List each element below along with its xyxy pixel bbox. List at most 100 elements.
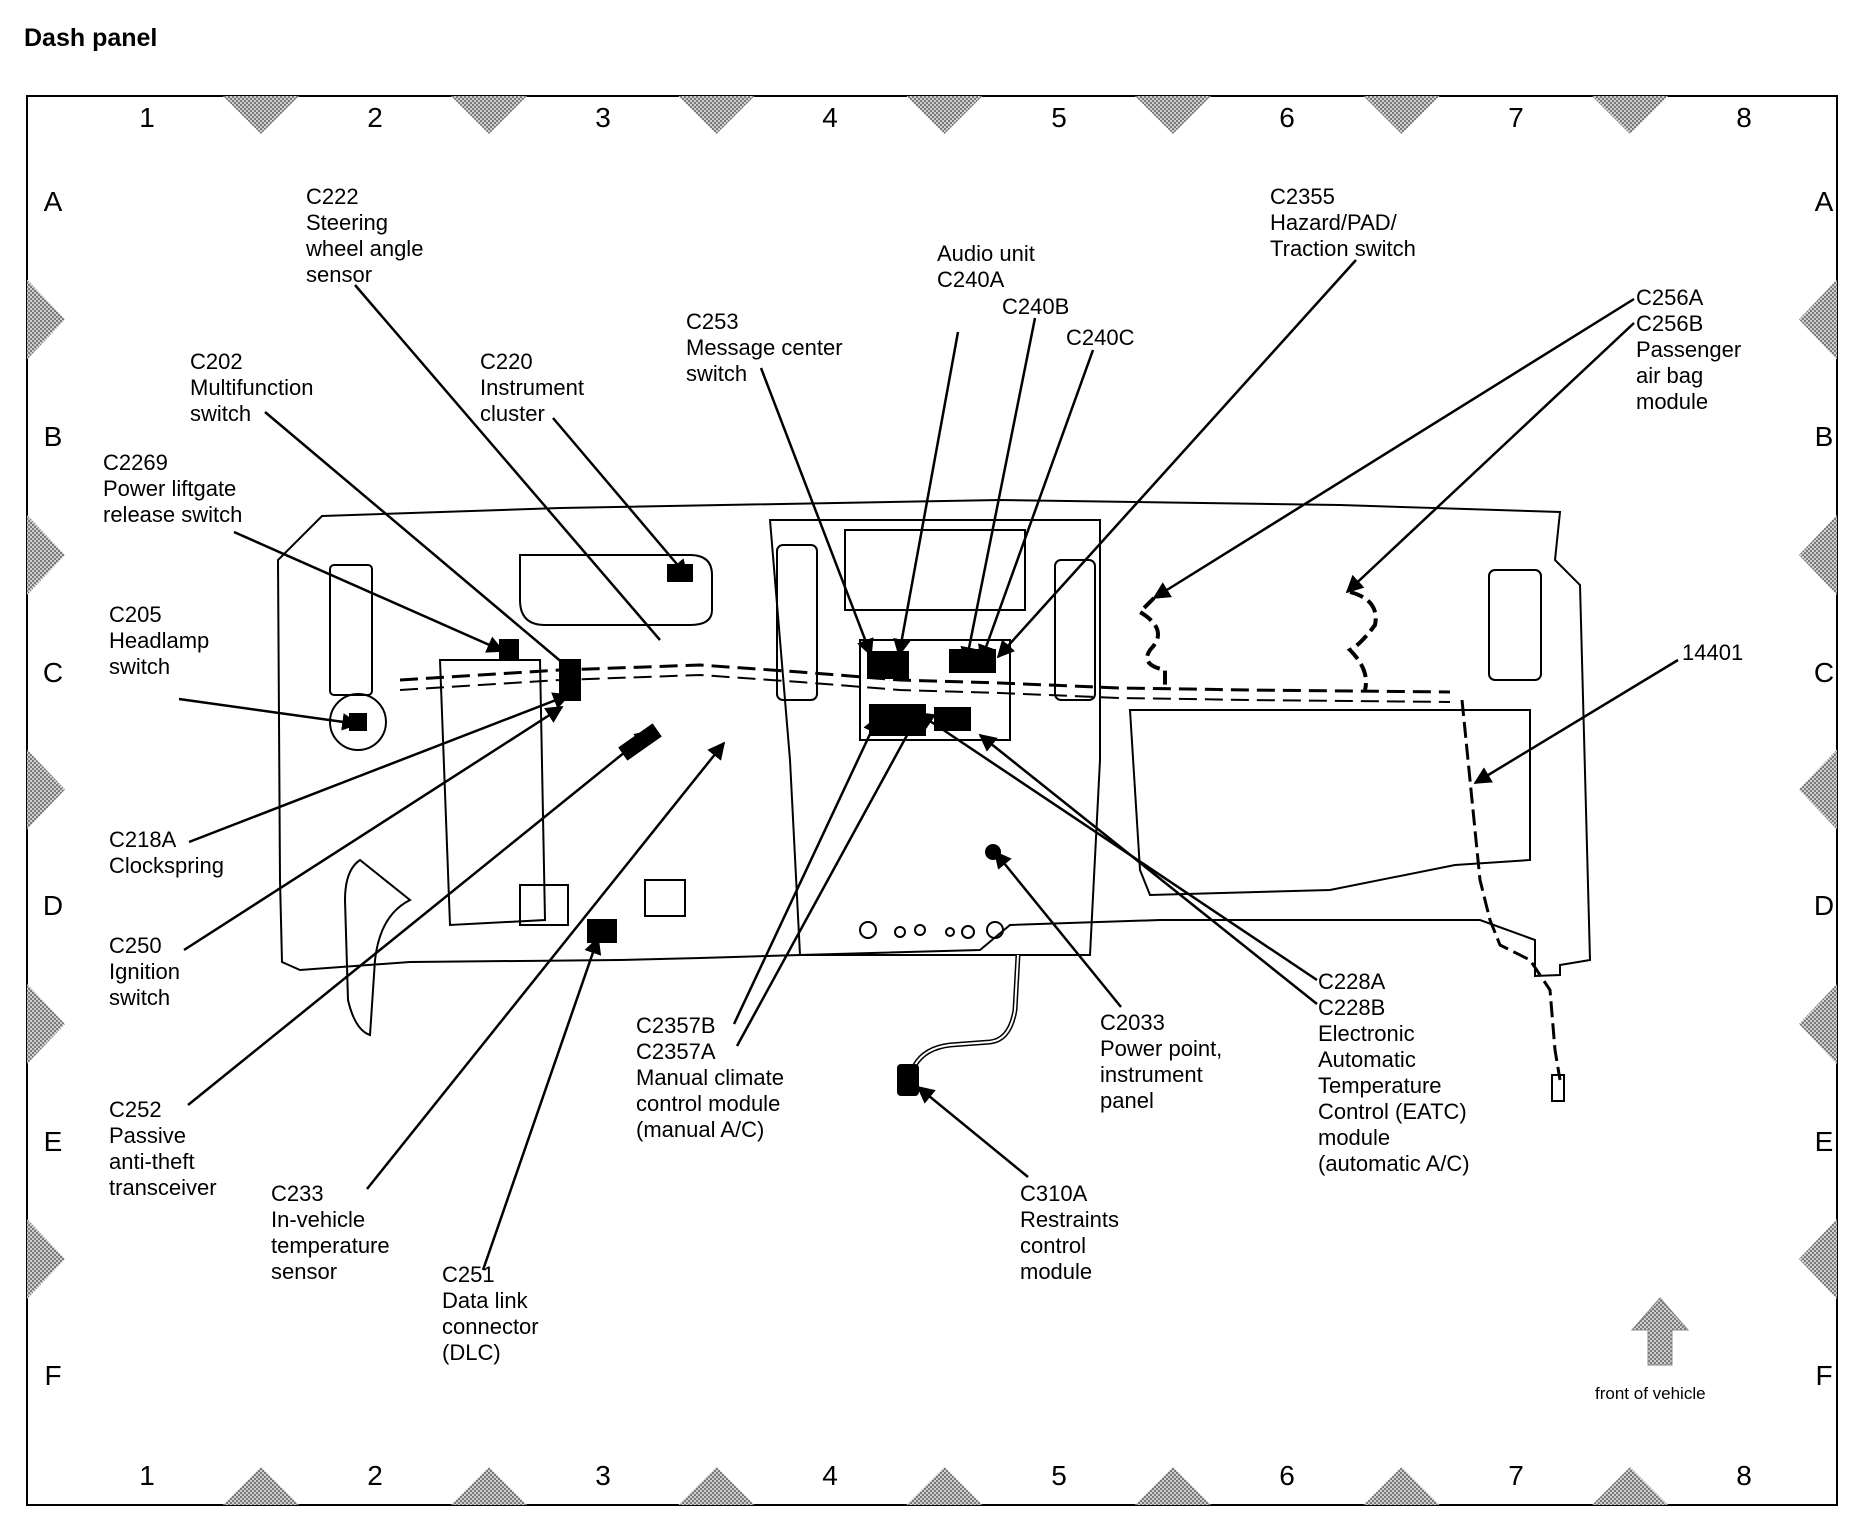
leader-c2269 — [233, 530, 505, 653]
top-column-label: 5 — [1051, 102, 1067, 133]
front-of-vehicle-label: front of vehicle — [1595, 1384, 1706, 1403]
top-column-label: 3 — [595, 102, 611, 133]
right-row-label: F — [1815, 1360, 1833, 1391]
pats-connector — [618, 723, 662, 761]
bottom-connector-1 — [519, 884, 569, 926]
bottom-grid-marker — [223, 1467, 299, 1505]
callout-c202: C202 Multifunction switch — [190, 349, 314, 426]
leader-lines — [178, 259, 1679, 1271]
callout-c240b: C240B — [1002, 294, 1070, 319]
top-column-label: 1 — [139, 102, 155, 133]
center-stack — [768, 519, 1101, 956]
callout-c222: C222 Steering wheel angle sensor — [306, 184, 424, 287]
leader-c2357a — [735, 715, 919, 1047]
bottom-column-label: 4 — [822, 1460, 838, 1491]
center-stack-left — [776, 544, 818, 701]
headlamp-switch — [329, 693, 387, 751]
right-grid-marker — [1799, 984, 1837, 1064]
right-row-label: A — [1814, 186, 1834, 217]
callout-c205: C205 Headlamp switch — [109, 602, 210, 679]
rcm-connector — [897, 1064, 919, 1096]
leader-c233 — [366, 741, 726, 1190]
cluster-opening — [519, 554, 713, 626]
bottom-grid-marker — [1592, 1467, 1668, 1505]
callout-c253: C253 Message center switch — [686, 309, 843, 386]
callout-c310a: C310A Restraints control module — [1020, 1181, 1120, 1284]
left-row-label: D — [42, 890, 64, 921]
bottom-column-label: 5 — [1051, 1460, 1067, 1491]
leader-c250 — [183, 705, 564, 952]
callout-c240c: C240C — [1066, 325, 1135, 350]
top-column-label: 4 — [822, 102, 838, 133]
leader-c253 — [759, 367, 874, 657]
callout-c218a: C218A Clockspring — [109, 827, 224, 878]
callout-c256: C256A C256B Passenger air bag module — [1636, 285, 1742, 414]
left-row-label: C — [42, 657, 64, 688]
callout-14401: 14401 — [1682, 640, 1744, 665]
harness-14401-connector — [1551, 1074, 1565, 1102]
bottom-column-label: 3 — [595, 1460, 611, 1491]
bottom-grid-marker — [451, 1467, 527, 1505]
right-row-label: B — [1814, 421, 1834, 452]
left-grid-marker — [27, 749, 65, 830]
center-stack-right — [1054, 559, 1096, 701]
main-harness — [399, 663, 1451, 694]
bottom-connector-2 — [644, 879, 686, 917]
airbag-harness-b — [1346, 590, 1378, 691]
leader-c222 — [354, 284, 661, 641]
top-column-label: 7 — [1508, 102, 1524, 133]
top-grid-marker — [678, 96, 755, 134]
left-grid-marker — [27, 515, 65, 595]
leader-c310a — [916, 1085, 1029, 1178]
leader-c202 — [264, 411, 578, 676]
leader-c2033 — [993, 850, 1122, 1008]
callout-c228: C228A C228B Electronic Automatic Tempera… — [1318, 969, 1470, 1176]
left-row-label: A — [43, 186, 63, 217]
leader-c220 — [552, 417, 689, 578]
right-grid-marker — [1799, 749, 1837, 830]
bottom-grid-marker — [906, 1467, 983, 1505]
leader-c228b — [978, 733, 1318, 1005]
bottom-grid-marker — [1363, 1467, 1440, 1505]
bottom-column-label: 7 — [1508, 1460, 1524, 1491]
glovebox — [1128, 709, 1531, 897]
left-grid-marker — [27, 1219, 65, 1299]
right-row-label: D — [1813, 890, 1835, 921]
left-row-label: B — [43, 421, 63, 452]
top-column-label: 6 — [1279, 102, 1295, 133]
callout-c2355: C2355 Hazard/PAD/ Traction switch — [1270, 184, 1416, 261]
leader-c240a — [893, 331, 960, 657]
callout-c220: C220 Instrument cluster — [480, 349, 584, 426]
dash-panel-illustration — [276, 498, 1592, 1102]
liftgate-connector — [499, 639, 519, 659]
leader-c256b — [1345, 322, 1635, 594]
top-grid-marker — [1592, 96, 1668, 134]
grid-markers — [27, 96, 1837, 1505]
top-grid-marker — [451, 96, 527, 134]
right-grid-marker — [1799, 515, 1837, 595]
leader-c240c — [978, 349, 1095, 663]
left-grid-marker — [27, 984, 65, 1064]
callout-c2033: C2033 Power point, instrument panel — [1100, 1010, 1223, 1113]
leader-c251 — [481, 936, 602, 1271]
left-grid-marker — [27, 279, 65, 360]
up-arrow-icon — [1630, 1297, 1690, 1366]
callout-c251: C251 Data link connector (DLC) — [442, 1262, 539, 1365]
multifunction-connector — [559, 659, 581, 701]
callout-c240a: Audio unit C240A — [937, 241, 1035, 292]
airbag-harness-a — [1136, 596, 1167, 690]
leader-c252 — [187, 729, 653, 1106]
bottom-column-label: 2 — [367, 1460, 383, 1491]
bottom-column-label: 1 — [139, 1460, 155, 1491]
right-row-label: E — [1814, 1126, 1834, 1157]
callout-c2357: C2357B C2357A Manual climate control mod… — [636, 1013, 784, 1142]
steering-column-bracket — [343, 858, 412, 1037]
panel-outline — [276, 498, 1592, 978]
right-vent — [1488, 569, 1542, 681]
leader-c240b — [960, 317, 1037, 665]
audio-connectors — [867, 651, 909, 679]
top-grid-marker — [223, 96, 299, 134]
climate-bezel — [859, 639, 1011, 741]
top-grid-marker — [1135, 96, 1211, 134]
